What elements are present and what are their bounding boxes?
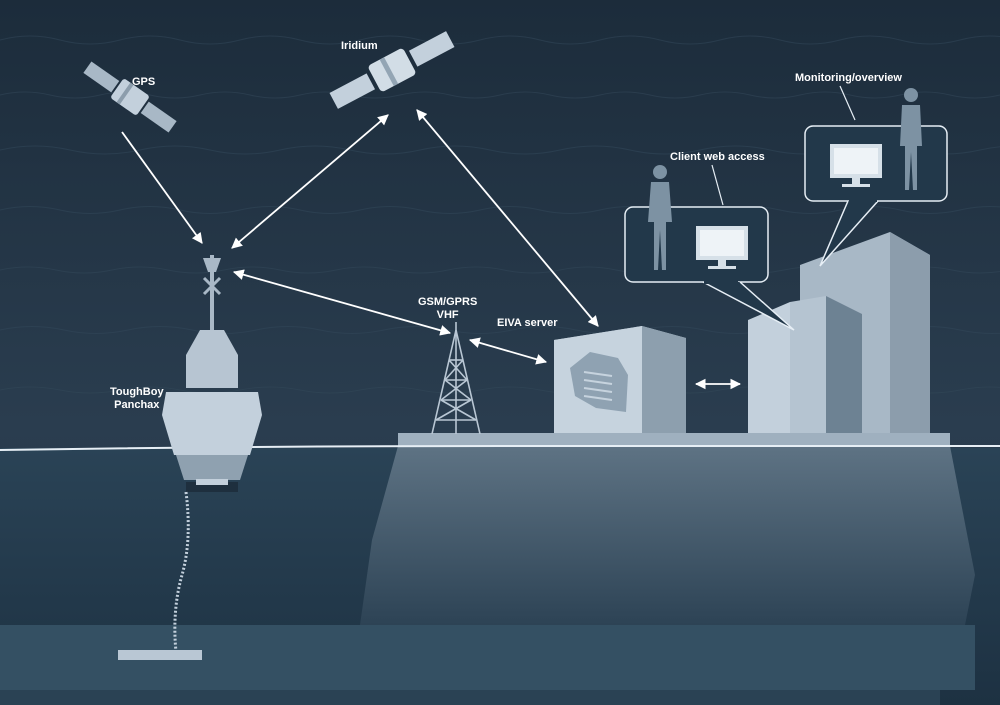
eiva-server-label: EIVA server	[497, 317, 558, 329]
monitoring-panel	[804, 88, 948, 267]
client-web-access-panel	[624, 165, 795, 331]
buoy-label-line1: ToughBoy	[110, 386, 164, 398]
gsm-label: GSM/GPRS	[418, 296, 478, 308]
water-surface	[0, 444, 1000, 451]
arrow-gps-to-buoy	[121, 131, 203, 244]
monitoring-overview-label: Monitoring/overview	[795, 72, 902, 84]
iridium-label: Iridium	[341, 40, 378, 52]
gps-label: GPS	[132, 76, 156, 88]
monitoring-leader-line	[839, 85, 856, 121]
eiva-server	[554, 326, 686, 433]
iridium-satellite	[329, 31, 455, 109]
land-platform	[398, 433, 950, 447]
cliff	[360, 446, 975, 625]
buoy-label-line2: Panchax	[114, 399, 160, 411]
client-web-access-label: Client web access	[670, 151, 765, 163]
gsm-vhf-label: GSM/GPRS VHF	[418, 296, 477, 322]
anchor-block	[118, 650, 202, 660]
monitor-overview-icon	[830, 144, 882, 187]
arrow-buoy-tower	[232, 269, 452, 336]
gps-satellite	[83, 61, 177, 133]
person-client-icon	[648, 165, 672, 270]
seabed-front	[0, 690, 940, 705]
arrow-iridium-server	[416, 109, 599, 327]
connection-arrows	[121, 109, 742, 390]
arrow-iridium-buoy	[231, 114, 389, 249]
client-leader-line	[711, 164, 724, 206]
radio-tower	[431, 322, 481, 435]
buoy-label: ToughBoy Panchax	[110, 386, 164, 412]
vhf-label: VHF	[436, 309, 459, 321]
arrow-tower-server	[468, 337, 548, 365]
person-monitoring-icon	[900, 88, 922, 190]
toughboy-buoy	[162, 255, 262, 492]
office-building	[748, 232, 930, 433]
monitor-client-icon	[696, 226, 748, 269]
seabed	[0, 625, 975, 705]
